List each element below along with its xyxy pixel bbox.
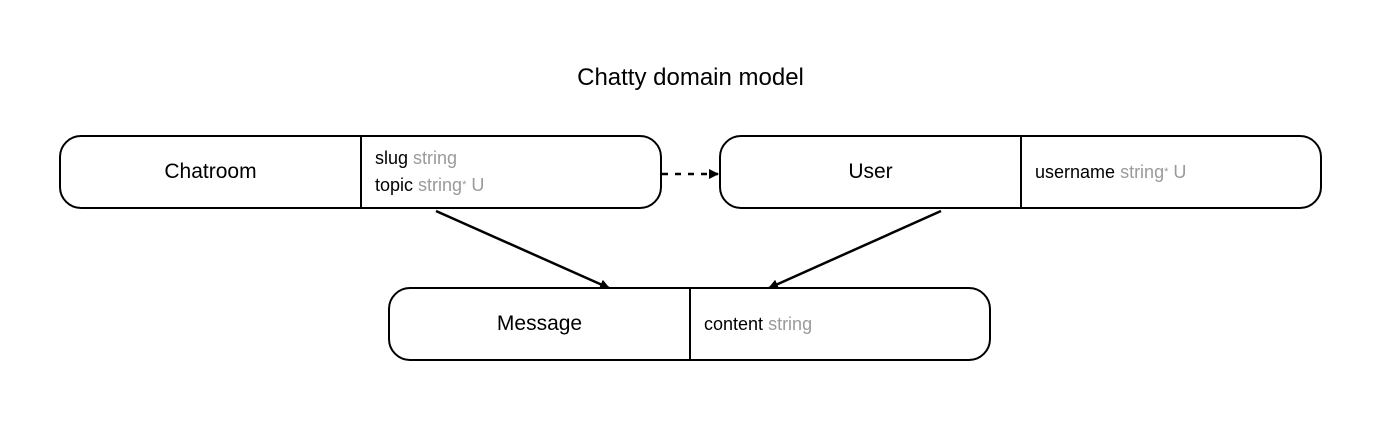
attribute-type: string bbox=[418, 175, 463, 195]
required-marker: * bbox=[1164, 165, 1169, 178]
attribute-list: content string bbox=[691, 289, 989, 359]
unique-marker: U bbox=[1173, 161, 1187, 182]
attribute-name: content bbox=[704, 313, 764, 334]
entity-name: User bbox=[721, 137, 1022, 207]
attribute-name: username bbox=[1035, 161, 1116, 182]
relation-chatroom-message bbox=[435, 209, 610, 290]
attribute-type: string bbox=[413, 148, 458, 168]
entity-user[interactable]: User username string* U bbox=[719, 135, 1322, 209]
attribute-row: username string* U bbox=[1035, 159, 1320, 186]
unique-marker: U bbox=[471, 175, 485, 195]
relation-user-message bbox=[768, 209, 942, 290]
attribute-row: content string bbox=[704, 311, 989, 338]
attribute-type: string bbox=[1120, 161, 1165, 182]
entity-message[interactable]: Message content string bbox=[388, 287, 991, 361]
entity-name: Chatroom bbox=[61, 137, 362, 207]
attribute-name: slug bbox=[375, 148, 409, 168]
required-marker: * bbox=[462, 179, 467, 191]
attribute-type: string bbox=[768, 313, 813, 334]
attribute-name: topic bbox=[375, 175, 414, 195]
attribute-list: slug string topic string* U bbox=[362, 137, 660, 207]
diagram-title: Chatty domain model bbox=[577, 64, 804, 91]
entity-chatroom[interactable]: Chatroom slug string topic string* U bbox=[59, 135, 662, 209]
attribute-row: topic string* U bbox=[375, 172, 660, 199]
attribute-row: slug string bbox=[375, 145, 660, 172]
attribute-list: username string* U bbox=[1022, 137, 1320, 207]
entity-name: Message bbox=[390, 289, 691, 359]
